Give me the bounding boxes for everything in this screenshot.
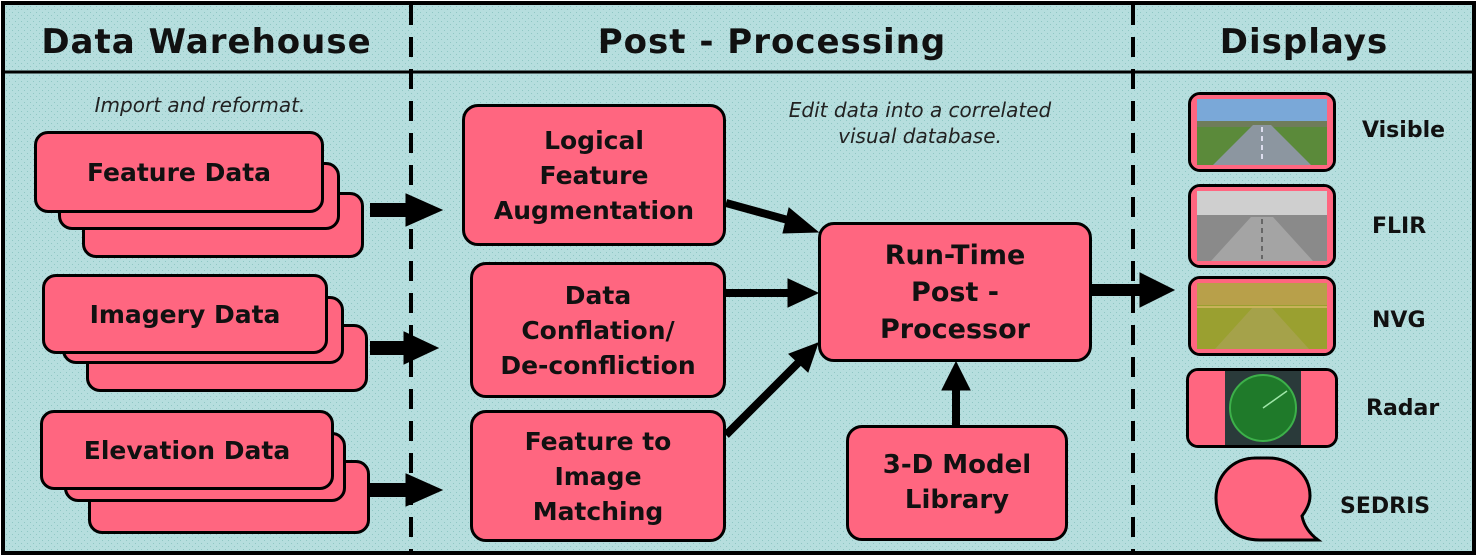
header-data-warehouse: Data Warehouse <box>41 22 372 62</box>
runtime-post-processor-box: Run-Time Post - Processor <box>818 222 1092 362</box>
note-edit: Edit data into a correlated visual datab… <box>740 97 1100 149</box>
arrowhead-logical-runtime <box>782 207 820 234</box>
display-label-flir: FLIR <box>1372 214 1427 239</box>
nvg-scene-image <box>1191 279 1333 353</box>
nvg-display-thumbnail <box>1188 276 1336 356</box>
radar-scope-image <box>1189 371 1335 445</box>
flir-display-thumbnail <box>1188 184 1336 268</box>
display-label-nvg: NVG <box>1372 308 1426 333</box>
radar-display-thumbnail <box>1186 368 1338 448</box>
header-post-processing: Post - Processing <box>597 22 947 62</box>
arrowhead-matching-runtime <box>788 342 819 373</box>
arrowhead-feature <box>405 193 444 227</box>
display-label-sedris: SEDRIS <box>1340 494 1431 519</box>
header-displays: Displays <box>1219 22 1389 62</box>
arrowhead-elevation <box>405 473 444 507</box>
display-label-visible: Visible <box>1362 118 1446 143</box>
arrow-matching-runtime <box>723 358 803 438</box>
note-edit-line1: Edit data into a correlated <box>788 98 1052 122</box>
logical-feature-augmentation-box: Logical Feature Augmentation <box>462 104 726 246</box>
note-edit-line2: visual database. <box>838 124 1002 148</box>
model-library-box: 3-D Model Library <box>846 425 1068 541</box>
imagery-data-box: Imagery Data <box>42 274 328 354</box>
visible-display-thumbnail <box>1188 92 1336 172</box>
arrowhead-imagery <box>403 331 440 365</box>
note-import: Import and reformat. <box>94 93 306 117</box>
feature-image-matching-box: Feature to Image Matching <box>470 410 726 542</box>
elevation-data-box: Elevation Data <box>40 410 334 490</box>
arrow-logical-runtime <box>724 199 797 226</box>
arrowhead-runtime-displays <box>1139 272 1176 308</box>
visible-scene-image <box>1191 95 1333 169</box>
arrowhead-library-runtime <box>941 360 971 391</box>
arrowhead-conflation-runtime <box>787 278 820 308</box>
data-conflation-box: Data Conflation/ De-confliction <box>470 262 726 398</box>
feature-data-box: Feature Data <box>34 131 324 213</box>
display-label-radar: Radar <box>1366 396 1440 421</box>
flir-scene-image <box>1191 187 1333 265</box>
sedris-speech-bubble-icon <box>1214 456 1323 542</box>
